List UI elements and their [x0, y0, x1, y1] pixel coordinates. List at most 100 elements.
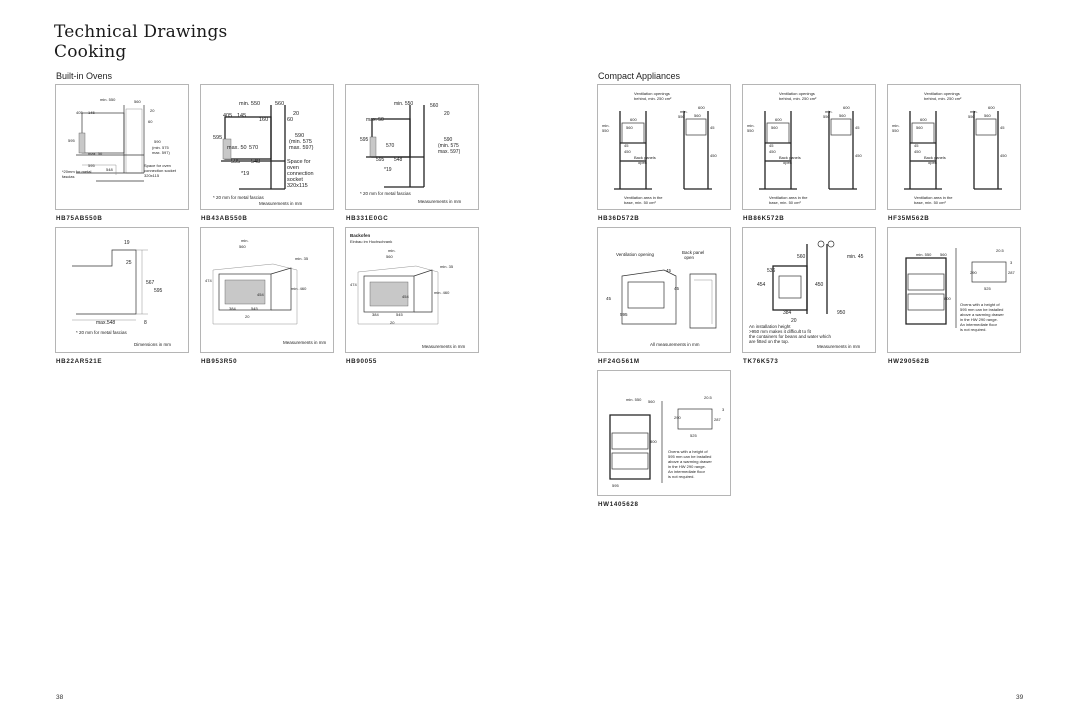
dim-max597: max. 597) [152, 150, 170, 155]
dim-560: 560 [626, 125, 633, 130]
note-connection: connection [287, 171, 314, 177]
dim-max597: max. 597) [289, 145, 314, 151]
dim-45: 45 [855, 125, 860, 130]
dim-560: 560 [771, 125, 778, 130]
dim-595: 595 [620, 312, 628, 317]
dim-545: 545 [396, 312, 403, 317]
note-behind: behind, min. 250 cm² [779, 96, 817, 101]
dim-560: 560 [386, 254, 393, 259]
note-back: Back panels [779, 155, 801, 160]
dim-min550: min. 550 [394, 101, 413, 107]
dim-550b: 550 [678, 114, 685, 119]
note-back: Back panels [634, 155, 656, 160]
drawing-tk76k573: 560 min. 45 536 454 450 384 950 20 An in… [742, 227, 876, 353]
dim-min575: (min. 575 [152, 145, 169, 150]
dim-384: 384 [229, 306, 236, 311]
caption-1: HB75AB550B [56, 215, 103, 222]
dim-595: 595 [213, 135, 222, 141]
dim-145: 145 [237, 113, 246, 119]
note-ovens-5: An intermediate floor [668, 469, 706, 474]
dim-20: 20 [390, 320, 395, 325]
dim-min575: (min. 575 [289, 139, 312, 145]
note-base: base, min. 50 cm² [914, 200, 946, 205]
dim-560b: 560 [839, 113, 846, 118]
dim-450: 450 [624, 149, 631, 154]
drawing-hf24g561m: Ventilation opening Back panel open 45 4… [597, 227, 731, 353]
caption-11: TK76K573 [743, 358, 779, 365]
dim-145: 145 [88, 110, 95, 115]
note-metal: *20mm for metal fascias [62, 169, 92, 179]
note-space: Space for [287, 159, 311, 165]
dim-460: min. 460 [434, 290, 450, 295]
dim-560: 560 [940, 252, 947, 257]
dim-600b: 600 [843, 105, 850, 110]
dim-454: 454 [402, 294, 409, 299]
note-ovens-1: Ovens with a height of [960, 302, 1000, 307]
dim-560b: 560 [694, 113, 701, 118]
dim-290: 290 [674, 415, 681, 420]
note-ovens-4: in the HW 290 range. [668, 464, 706, 469]
dim-550b: 550 [968, 114, 975, 119]
dim-950: 950 [837, 310, 846, 316]
caption-13: HW1405628 [598, 501, 639, 508]
drawing-hw290562b: min. 550 560 20.5 290 287 525 3 800 Oven… [887, 227, 1021, 353]
page-number-left: 38 [56, 694, 64, 701]
dim-548: 548 [251, 159, 260, 165]
dim-450b: 450 [855, 153, 862, 158]
dim-800: 800 [650, 439, 657, 444]
dim-405: 405 [223, 113, 232, 119]
dim-595: 595 [360, 137, 369, 143]
caption-3: HB331E0GC [346, 215, 389, 222]
note-size: 320x115 [287, 183, 308, 189]
dim-560: 560 [134, 99, 141, 104]
dim-800: 800 [944, 296, 951, 301]
dim-287: 287 [714, 417, 721, 422]
dim-454: 454 [257, 292, 264, 297]
dim-min: min. [388, 248, 396, 253]
note-open: open [684, 255, 695, 260]
note-oven: oven [287, 165, 299, 171]
note-backofen: Backofen [350, 233, 371, 238]
dim-595b: 595 [376, 157, 385, 163]
dim-min45: min. 45 [847, 254, 864, 260]
dim-45: 45 [666, 268, 672, 273]
page-title: Technical Drawings Cooking [54, 22, 227, 62]
note-meas: Measurements in mm [817, 344, 861, 349]
drawing-hf35m562b: Ventilation openings behind, min. 250 cm… [887, 84, 1021, 210]
dim-290: 290 [970, 270, 977, 275]
note-vent: Ventilation openings [634, 91, 670, 96]
caption-2: HB43AB550B [201, 215, 248, 222]
dim-384: 384 [372, 312, 379, 317]
drawing-hb86k572b: Ventilation openings behind, min. 250 cm… [742, 84, 876, 210]
dim-20: 20 [293, 111, 299, 117]
drawing-hb22ar521e: 19 25 567 595 max.548 8 * 20 mm for meta… [55, 227, 189, 353]
dim-max548: max.548 [96, 320, 115, 326]
note-vent: Ventilation openings [779, 91, 815, 96]
dim-20: 20 [245, 314, 250, 319]
dim-20-5: 20.5 [704, 395, 713, 400]
dim-min2: min. [970, 109, 978, 114]
caption-4: HB36D572B [598, 215, 640, 222]
dim-min550: min. 550 [100, 97, 116, 102]
note-metal: * 20 mm for metal fascias [360, 191, 412, 196]
dim-600: 600 [775, 117, 782, 122]
note-ovens-3: above a warming drawer [668, 459, 712, 464]
dim-35: min. 35 [295, 256, 309, 261]
dim-460: min. 460 [291, 286, 307, 291]
dim-545: 545 [251, 306, 258, 311]
note-vent: Ventilation opening [616, 252, 655, 257]
dim-160: 160 [259, 117, 268, 123]
dim-560: 560 [797, 254, 806, 260]
dim-525: 525 [984, 286, 991, 291]
page-number-right: 39 [1016, 694, 1024, 701]
drawing-hb90055: Backofen Einbau im Hochschrank min. 560 … [345, 227, 479, 353]
dim-min: min. [892, 123, 900, 128]
dim-570: 570 [249, 145, 258, 151]
dim-min: min. [241, 238, 249, 243]
dim-595b: 595 [231, 159, 240, 165]
dim-536: 536 [767, 268, 776, 274]
drawing-hb75ab550b: min. 550 560 20 405 145 60 595 590 (min.… [55, 84, 189, 210]
dim-min550: min. 550 [916, 252, 932, 257]
dim-450: 450 [769, 149, 776, 154]
dim-45b: 45 [914, 143, 919, 148]
